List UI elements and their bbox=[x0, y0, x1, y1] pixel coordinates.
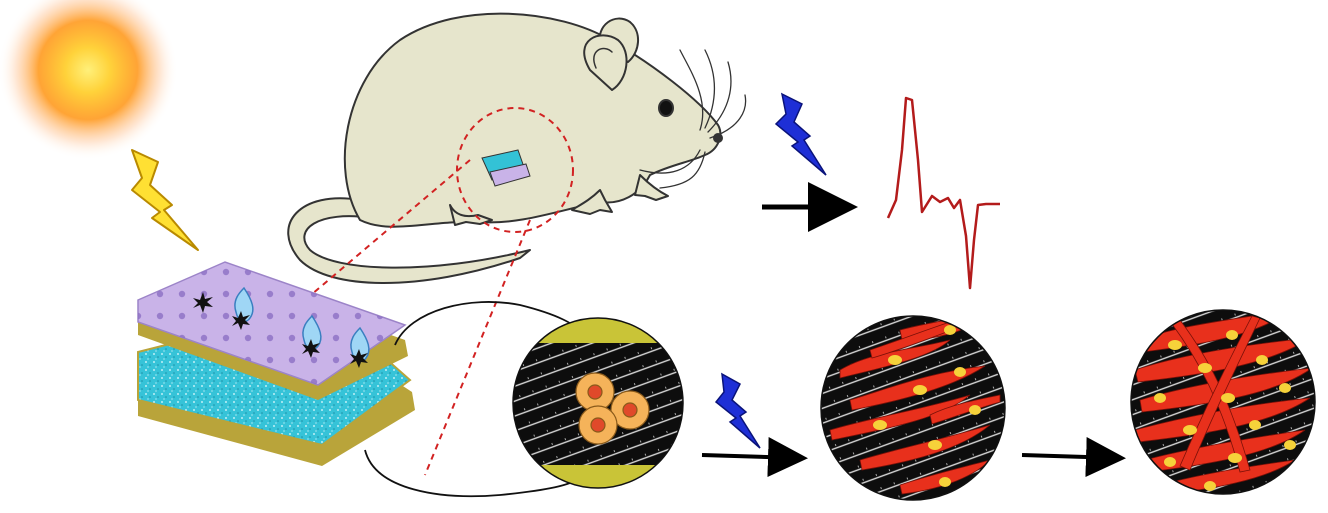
layered-device bbox=[137, 261, 415, 466]
arrow-to-aligned bbox=[701, 437, 808, 478]
ecg-signal bbox=[886, 96, 1000, 290]
blue-lightning-icon-2 bbox=[714, 372, 761, 449]
magnification-callout bbox=[304, 107, 574, 476]
arrow-to-tissue bbox=[1021, 437, 1126, 477]
tissue-circle bbox=[1130, 309, 1316, 495]
sun-icon bbox=[0, 0, 178, 160]
aligned-cells-circle bbox=[820, 315, 1006, 501]
yellow-lightning-icon bbox=[131, 149, 199, 251]
cell-scaffold-circle bbox=[512, 317, 684, 489]
blue-lightning-icon bbox=[774, 92, 827, 176]
implant-device bbox=[481, 149, 531, 187]
mouse-illustration bbox=[287, 12, 747, 284]
